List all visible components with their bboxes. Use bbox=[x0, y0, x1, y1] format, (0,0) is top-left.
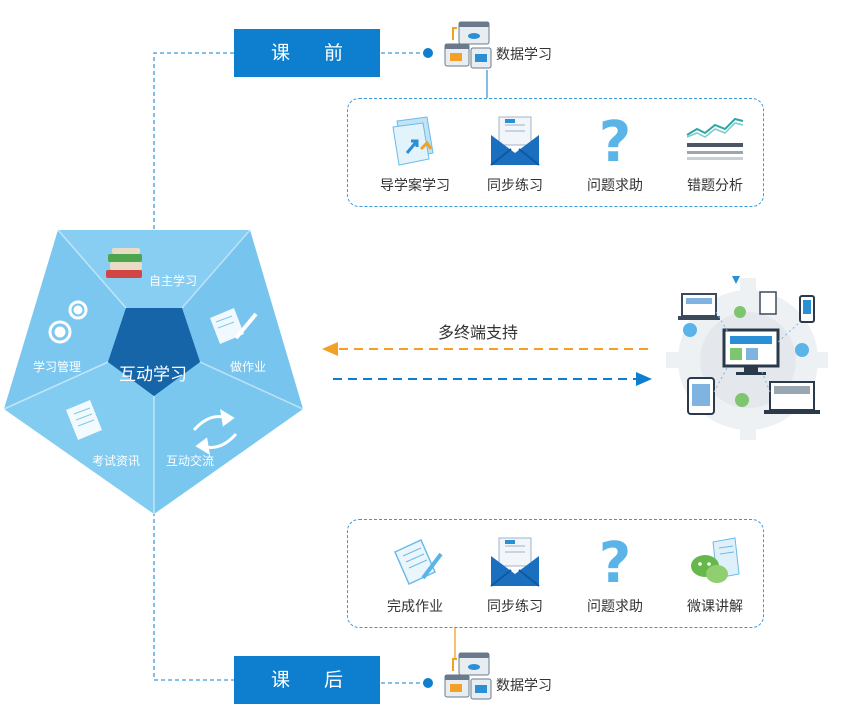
after-class-panel: 完成作业 同步练习 ? 问题求助 微课讲解 bbox=[347, 519, 764, 628]
before-dot bbox=[423, 48, 433, 58]
after-class-label: 课 后 bbox=[270, 669, 358, 691]
after-item-homework: 完成作业 bbox=[360, 534, 470, 616]
exchange-arrows-icon bbox=[192, 409, 238, 455]
after-item-practice: 同步练习 bbox=[460, 534, 570, 616]
data-study-icon bbox=[444, 21, 492, 69]
envelope-icon bbox=[490, 537, 540, 587]
before-class-label: 课 前 bbox=[270, 42, 358, 64]
after-item-label: 同步练习 bbox=[487, 599, 543, 615]
before-item-label: 错题分析 bbox=[687, 178, 743, 194]
after-item-label: 微课讲解 bbox=[687, 599, 743, 615]
question-icon: ? bbox=[599, 534, 631, 588]
before-item-label: 问题求助 bbox=[587, 178, 643, 194]
before-item-practice: 同步练习 bbox=[460, 113, 570, 195]
homework-icon bbox=[394, 538, 443, 586]
before-class-box: 课 前 bbox=[234, 29, 380, 77]
svg-text:?: ? bbox=[599, 534, 631, 588]
after-item-help: ? 问题求助 bbox=[560, 534, 670, 616]
interactive-learning-pentagon bbox=[3, 229, 304, 514]
question-icon: ? bbox=[599, 113, 631, 167]
after-item-label: 问题求助 bbox=[587, 599, 643, 615]
center-label: 互动学习 bbox=[119, 365, 187, 385]
before-class-panel: 导学案学习 同步练习 ? 问题求助 错题分析 bbox=[347, 98, 764, 207]
chart-analysis-icon bbox=[686, 117, 744, 160]
after-data-study-label: 数据学习 bbox=[496, 678, 552, 694]
exam-paper-icon bbox=[66, 400, 102, 440]
after-dot bbox=[423, 678, 433, 688]
before-item-help: ? 问题求助 bbox=[560, 113, 670, 195]
after-item-micro-lecture: 微课讲解 bbox=[660, 534, 770, 616]
guide-doc-icon bbox=[392, 116, 434, 166]
svg-text:?: ? bbox=[599, 113, 631, 167]
before-item-error-analysis: 错题分析 bbox=[660, 113, 770, 195]
after-class-box: 课 后 bbox=[234, 656, 380, 704]
before-item-label: 导学案学习 bbox=[380, 178, 450, 194]
segment-interaction: 互动交流 bbox=[166, 454, 215, 468]
homework-icon bbox=[210, 308, 258, 344]
segment-exam-info: 考试资讯 bbox=[92, 454, 141, 468]
before-item-guide: 导学案学习 bbox=[360, 113, 470, 195]
before-connector bbox=[153, 52, 234, 232]
after-connector bbox=[153, 512, 234, 681]
before-item-label: 同步练习 bbox=[487, 178, 543, 194]
envelope-icon bbox=[490, 116, 540, 166]
before-data-study-label: 数据学习 bbox=[496, 47, 552, 63]
data-study-icon bbox=[444, 652, 492, 700]
after-item-label: 完成作业 bbox=[387, 599, 443, 615]
segment-learning-management: 学习管理 bbox=[33, 360, 82, 374]
gears-icon bbox=[48, 300, 88, 344]
segment-homework: 做作业 bbox=[230, 360, 267, 374]
multi-device-illustration bbox=[666, 276, 828, 440]
multi-terminal-label: 多终端支持 bbox=[438, 323, 519, 342]
books-icon bbox=[106, 248, 142, 278]
segment-self-study: 自主学习 bbox=[149, 274, 198, 288]
wechat-lecture-icon bbox=[691, 537, 740, 583]
